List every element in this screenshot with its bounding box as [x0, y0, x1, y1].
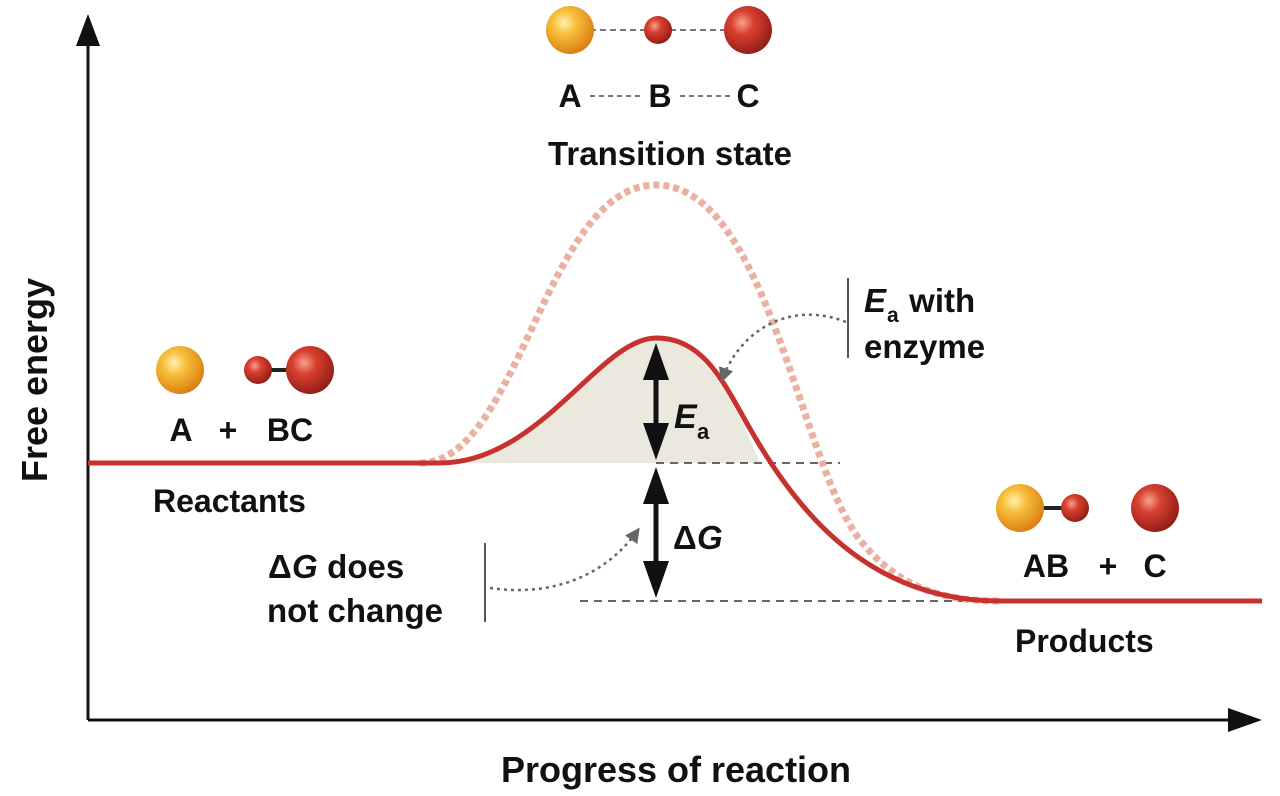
- transition-state-label: Transition state: [548, 135, 792, 172]
- ea-with-enzyme-line1: with: [900, 282, 975, 319]
- x-axis-arrowhead: [1228, 708, 1262, 732]
- transition-state-molecule: [546, 6, 772, 54]
- products-label: Products: [1015, 623, 1154, 659]
- ts-atom-c-label: C: [736, 78, 759, 114]
- reactants-label: Reactants: [153, 483, 306, 519]
- atom-b-sphere: [244, 356, 272, 384]
- activation-energy-shading: [440, 338, 760, 463]
- atom-c-sphere: [724, 6, 772, 54]
- y-axis-arrowhead: [76, 14, 100, 46]
- delta-g-delta: Δ: [673, 519, 697, 556]
- atom-a-sphere: [546, 6, 594, 54]
- atom-b-sphere: [644, 16, 672, 44]
- ts-atom-a-label: A: [558, 78, 581, 114]
- atom-c-sphere: [1131, 484, 1179, 532]
- reactant-plus-label: +: [219, 412, 238, 448]
- delta-g-note-delta: Δ: [268, 548, 292, 585]
- delta-g-double-arrow: [643, 467, 669, 598]
- uncatalyzed-curve: [419, 181, 1001, 605]
- ea-with-enzyme-symbol: E: [864, 282, 887, 319]
- delta-g-note-symbol: G: [292, 548, 318, 585]
- delta-g-note-pointer: [489, 527, 640, 592]
- ea-with-enzyme-pointer: [719, 313, 847, 383]
- atom-a-sphere: [996, 484, 1044, 532]
- product-ab-label: AB: [1023, 548, 1069, 584]
- ea-with-enzyme-line2: enzyme: [864, 328, 985, 365]
- ts-atom-b-label: B: [648, 78, 671, 114]
- ea-label-subscript: a: [697, 419, 710, 444]
- reactant-molecules: [156, 346, 334, 394]
- delta-g-note-line1: does: [318, 548, 404, 585]
- ea-double-arrow: [643, 343, 669, 460]
- ea-label: E: [674, 398, 698, 436]
- atom-a-sphere: [156, 346, 204, 394]
- product-plus-label: +: [1099, 548, 1118, 584]
- reactant-bc-label: BC: [267, 412, 313, 448]
- atom-b-sphere: [1061, 494, 1089, 522]
- delta-g-note-line2: not change: [267, 592, 443, 629]
- x-axis-label: Progress of reaction: [501, 749, 851, 790]
- y-axis-label: Free energy: [14, 278, 55, 482]
- product-molecules: [996, 484, 1179, 532]
- delta-g-symbol: G: [697, 519, 723, 556]
- enzyme-curve: [88, 335, 1262, 604]
- atom-c-sphere: [286, 346, 334, 394]
- reactant-a-label: A: [169, 412, 192, 448]
- axes: [76, 14, 1262, 732]
- ea-with-enzyme-subscript: a: [887, 304, 899, 327]
- product-c-label: C: [1143, 548, 1166, 584]
